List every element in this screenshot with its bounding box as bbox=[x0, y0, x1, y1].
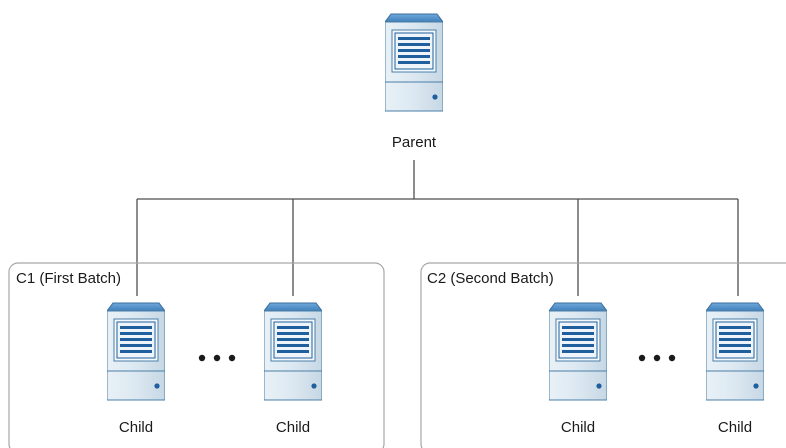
ellipsis-icon bbox=[638, 354, 676, 362]
child-server-icon bbox=[264, 302, 322, 401]
child-server-icon bbox=[107, 302, 165, 401]
group-box-c1 bbox=[8, 262, 385, 448]
child-label: Child bbox=[718, 419, 752, 436]
ellipsis-icon bbox=[198, 354, 236, 362]
group-label-c2: C2 (Second Batch) bbox=[427, 270, 554, 287]
connectors bbox=[136, 160, 739, 296]
parent-label: Parent bbox=[392, 134, 437, 151]
child-server-icon bbox=[549, 302, 607, 401]
child-label: Child bbox=[119, 419, 153, 436]
parent-server-icon bbox=[385, 13, 443, 112]
child-label: Child bbox=[561, 419, 595, 436]
group-label-c1: C1 (First Batch) bbox=[16, 270, 121, 287]
child-label: Child bbox=[276, 419, 310, 436]
group-box-c2 bbox=[420, 262, 786, 448]
child-server-icon bbox=[706, 302, 764, 401]
